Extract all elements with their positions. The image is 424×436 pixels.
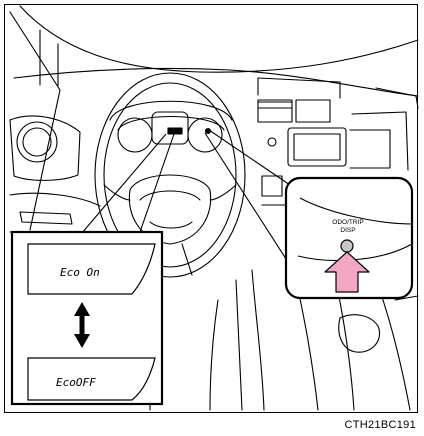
odo-trip-label-line1: ODO/TRIP (332, 219, 363, 226)
button-callout: ODO/TRIP DISP (286, 178, 412, 298)
odo-trip-disp-button[interactable] (341, 240, 353, 252)
display-lower-text: EcoOFF (56, 376, 96, 389)
odo-trip-label-line2: DISP (340, 227, 355, 234)
display-upper-text: Eco On (60, 266, 100, 279)
figure-code: CTH21BC191 (345, 419, 416, 431)
display-callout: Eco On EcoOFF (12, 232, 162, 404)
